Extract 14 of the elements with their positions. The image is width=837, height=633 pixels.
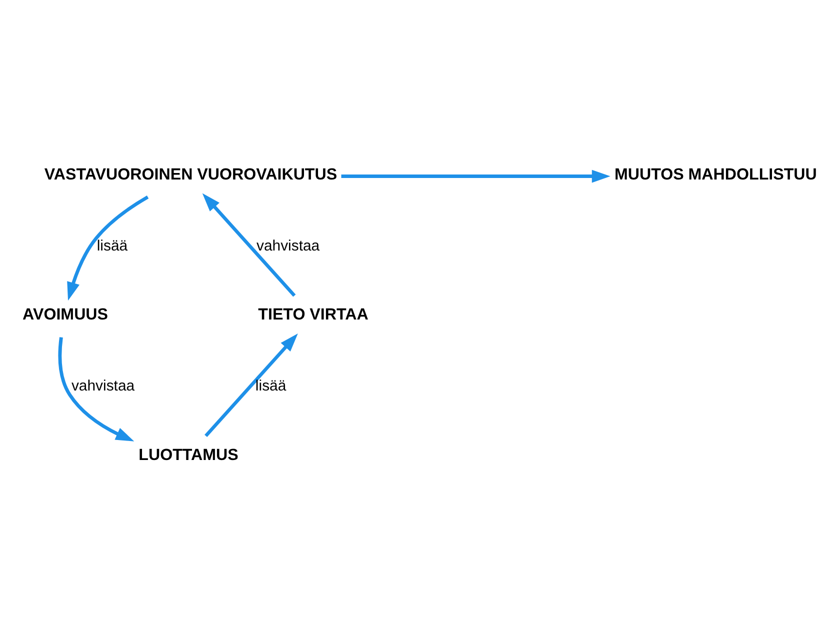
node-text: MUUTOS MAHDOLLISTUU — [614, 165, 817, 184]
edge-label: lisää — [255, 378, 286, 395]
arrow — [202, 193, 296, 297]
edge-label: vahvistaa — [71, 378, 135, 395]
edge-label: vahvistaa — [256, 237, 320, 254]
arrow — [67, 196, 149, 301]
node-text: LUOTTAMUS — [138, 446, 238, 464]
node-text: TIETO VIRTAA — [258, 306, 368, 324]
arrow — [204, 334, 298, 437]
arrow — [341, 170, 610, 183]
node-text: VASTAVUOROINEN VUOROVAIKUTUS — [44, 165, 338, 184]
arrow — [58, 337, 134, 442]
node-text: AVOIMUUS — [22, 306, 108, 324]
edge-label: lisää — [96, 237, 128, 254]
